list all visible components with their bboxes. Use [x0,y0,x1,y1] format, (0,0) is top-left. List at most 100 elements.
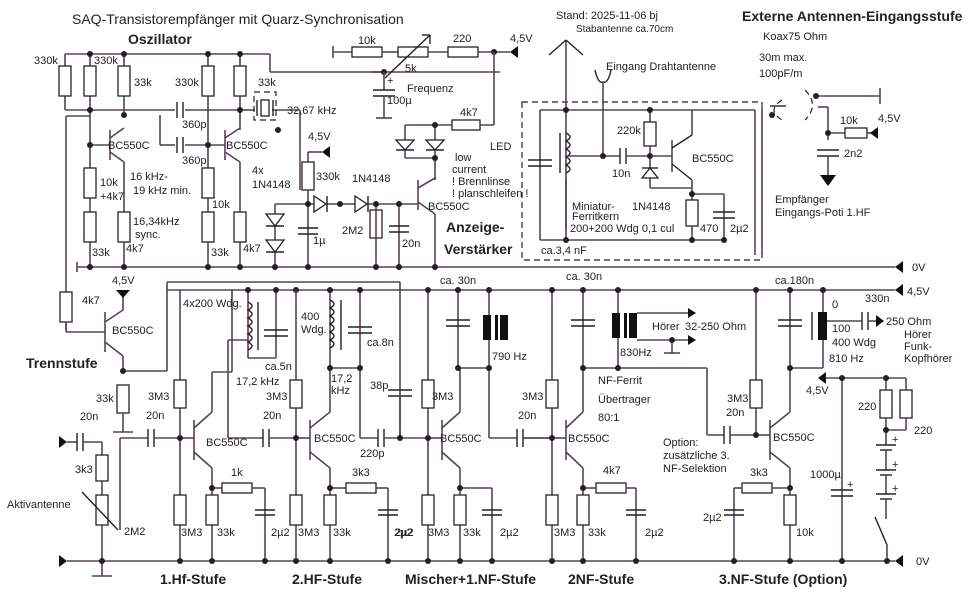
input-arrow-icon [59,436,67,448]
label-r2: 330k [94,55,118,67]
power-switch [874,516,888,546]
label-r11: 4k7 [243,243,261,255]
label-mix-3m3: 3M3 [428,527,449,539]
rail-label-0v-bottom: 0V [916,556,930,568]
label-display-2m2: 2M2 [342,225,363,237]
label-active-antenna: Aktivantenne [7,499,71,511]
label-sync-freq: 16,34kHz [133,216,179,228]
label-ant-2u2: 2µ2 [730,223,749,235]
label-display-diode: 1N4148 [352,173,391,185]
af-stage-3 [724,287,913,564]
label-display-330k: 330k [316,171,340,183]
section-title-display-2: Verstärker [444,241,513,257]
label-hf1-20n: 20n [146,410,164,422]
section-title-hf2: 2.HF-Stufe [292,571,362,587]
label-ant-cap: ca.3,4 nF [541,245,587,257]
label-nf3-impedance: 250 Ohm [886,316,931,328]
section-title-mixer: Mischer+1.NF-Stufe [405,571,536,587]
section-title-nf2: 2NF-Stufe [568,571,634,587]
battery-plus-1: + [892,434,898,446]
display-amplifier-block [264,119,494,270]
resistor-osc-r1 [58,65,72,97]
oscillator-block [58,51,500,330]
label-frequency: Frequenz [407,83,453,95]
label-r7: 33k [92,247,110,259]
resistor-osc-r9 [201,167,215,199]
battery-plus-2: + [892,459,898,471]
label-r4: 330k [175,77,199,89]
transformer-core-icon [483,315,491,340]
label-hf2-3m3-top: 3M3 [266,391,287,403]
vcc-arrow-icon [322,146,330,158]
resistor-osc-r10 [201,211,215,243]
label-diodes-count: 4x [252,165,264,177]
label-nf3-330n: 330n [865,293,889,305]
resistor-osc-r8 [117,211,131,243]
input-arrow-icon [59,555,67,567]
label-nf3-windings: 400 Wdg [832,337,876,349]
coax-label-1: Koax75 Ohm [763,31,827,43]
section-title-nf3: 3.NF-Stufe (Option) [719,571,847,587]
label-sync: sync. [135,229,161,241]
label-diodes-type: 1N4148 [252,179,291,191]
label-nf2-transistor: BC550C [568,433,610,445]
external-input-block [761,88,881,255]
label-buffer-transistor: BC550C [112,325,154,337]
af-stage-2 [523,287,756,564]
coax-label-2: 30m max. [759,52,807,64]
label-buffer-33k: 33k [96,393,114,405]
label-hf1-coil: 4x200 Wdg. [183,298,242,310]
crystal-icon [260,99,270,117]
label-nf2-cap: ca. 30n [566,271,602,283]
label-nf3-220-b: 220 [914,425,932,437]
vcc-arrow-icon [870,127,878,139]
label-r5: 33k [258,77,276,89]
label-buffer-vcc: 4,5V [112,275,135,287]
label-r8: 4k7 [126,243,144,255]
label-nf2-33k: 33k [588,527,606,539]
schematic-title: SAQ-Transistorempfänger mit Quarz-Synchr… [72,11,404,27]
label-nf2-2u2: 2µ2 [645,527,664,539]
vcc-arrow-icon [510,46,518,58]
antenna-preamp-block [521,39,763,261]
label-mix-2u2-left: 2µ2 [394,527,413,539]
label-hf1-1k: 1k [231,467,243,479]
label-hf2-2u2: 2µ2 [395,527,414,539]
label-nf2-3m3: 3M3 [554,527,575,539]
label-ant-core-3: 200+200 Wdg 0,1 cul [570,223,674,235]
label-tune-100u: 100µ [387,95,412,107]
label-hf1-resonance: 17,2 kHz [236,376,279,388]
resistor-osc-r4 [201,65,215,97]
label-mix-cap: ca. 30n [440,275,476,287]
label-ant-10n: 10n [612,168,630,180]
label-led-note-4: ! planschleifen ! [452,188,528,200]
label-r6: 10k [100,177,118,189]
label-nf3-headphone-3: Kopfhörer [904,353,953,365]
wire-antenna-input-label: Eingang Drahtantenne [606,61,716,73]
label-hf2-220p: 220p [360,448,384,460]
label-buffer-4k7: 4k7 [82,295,100,307]
label-hf2-coil-1: 400 [301,311,319,323]
label-hf1-input-cap: 20n [80,411,98,423]
label-transformer-ratio: 80:1 [598,412,619,424]
label-hf2-20n: 20n [263,410,281,422]
label-nf3-1000u: 1000µ [810,469,841,481]
label-hf2-tank-cap: ca.8n [367,337,394,349]
label-nf2-20n: 20n [518,410,536,422]
label-ext-10k: 10k [840,115,858,127]
label-ant-core-1: Miniatur- [572,201,615,213]
label-freq-range-2: 19 kHz min. [133,185,191,197]
label-display-1u: 1µ [313,235,326,247]
label-mix-3m3-top: 3M3 [432,391,453,403]
resistor-osc-r7 [83,211,97,243]
label-transformer-2: Übertrager [598,394,651,406]
label-hf1-tank-cap: ca.5n [265,361,292,373]
label-c1: 360p [182,119,206,131]
label-c2: 360p [182,155,206,167]
label-nf2-4k7: 4k7 [603,465,621,477]
ground-rail-top [77,261,903,273]
section-title-oscillator: Oszillator [128,31,192,47]
rail-arrow-icon [895,261,903,273]
rail-arrow-icon [895,284,903,296]
label-hf2-38p: 38p [370,380,388,392]
